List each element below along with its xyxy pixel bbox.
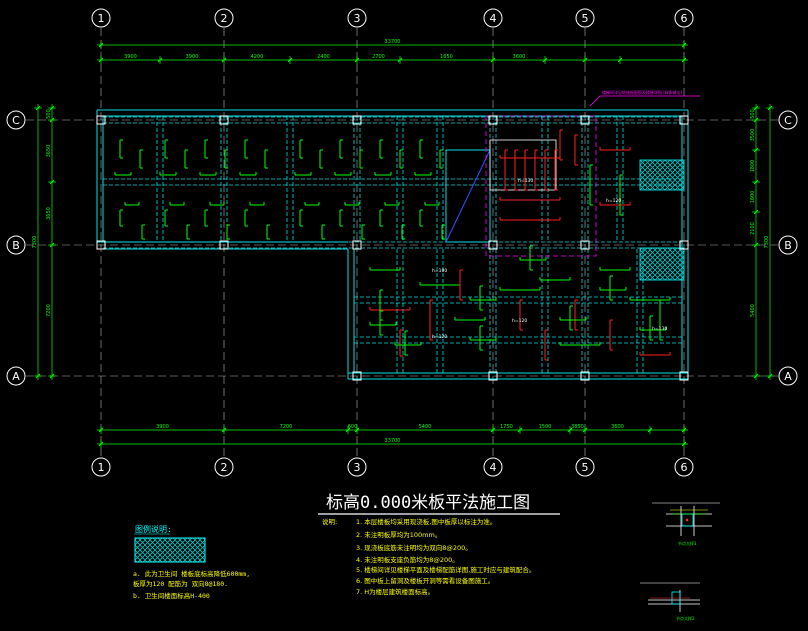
- dim-right-5: 5400: [750, 304, 756, 317]
- axis-bubble-3-bottom: [347, 457, 367, 477]
- legend: 图例说明: a. 此为卫生间 楼板底标高降低600mm, 板厚为120 配筋为 …: [133, 524, 250, 600]
- axis-bubble-5-bottom: [575, 457, 595, 477]
- dim-right-2: 1800: [750, 160, 756, 173]
- dim-top-4: 2700: [372, 54, 385, 60]
- axis-bubble-3-top: [347, 8, 367, 28]
- detail-1-label: 节点大样1: [678, 540, 697, 546]
- dim-bottom-4: 1750: [500, 424, 513, 430]
- slab-labels: h=100 h=120 h=120 h=120 h=130 h=130: [432, 178, 667, 340]
- note-2: 2. 未注明板厚均为100mm。: [356, 530, 441, 539]
- axis-label-3: 3: [354, 461, 361, 474]
- axis-bubble-6-bottom: [674, 457, 694, 477]
- axis-label-1: 1: [98, 461, 105, 474]
- dim-right-total-0: 7300: [764, 236, 770, 249]
- dim-top-2: 4200: [251, 54, 264, 60]
- dim-left-1: 3650: [46, 145, 52, 158]
- axis-bubble-2-top: [214, 8, 234, 28]
- axis-label-6: 6: [681, 12, 688, 25]
- dim-top-6: 3600: [513, 54, 526, 60]
- notes-heading: 说明:: [322, 517, 337, 526]
- axis-label-2: 2: [221, 12, 228, 25]
- axis-label-B: B: [12, 239, 20, 252]
- dim-bottom-2: 600: [348, 424, 358, 430]
- detail-1: 节点大样1: [652, 502, 720, 546]
- drawing-title: 标高0.000米板平法施工图: [326, 493, 530, 513]
- callout-note: 楼梯间详见结施板配筋及楼梯详图(具体做法): [602, 89, 683, 95]
- axis-bubble-C-right: [778, 110, 798, 130]
- note-5: 5. 楼梯间详见楼梯平面及楼梯配筋详图,施工时应与建筑配合。: [356, 565, 535, 574]
- dim-bottom-6: 3850: [571, 424, 584, 430]
- dim-left-2: 3650: [46, 207, 52, 220]
- axis-label-A: A: [12, 370, 20, 383]
- axis-bubble-1-top: [91, 8, 111, 28]
- axis-label-B: B: [784, 239, 792, 252]
- dim-right-0: 500: [750, 109, 756, 119]
- axis-bubble-A-left: [6, 366, 26, 386]
- note-1: 1. 本层楼板均采用现浇板,图中板厚以标注为准。: [356, 517, 496, 526]
- slab-label-5: h=130: [652, 326, 667, 332]
- dim-bottom-total-0: 33700: [385, 438, 401, 444]
- dim-bottom-3: 5400: [419, 424, 432, 430]
- dim-right-1: 3500: [750, 129, 756, 142]
- axis-label-4: 4: [490, 461, 497, 474]
- axis-label-5: 5: [582, 461, 589, 474]
- note-3: 3. 现浇板底筋未注明均为双向8@200。: [356, 543, 472, 552]
- axis-bubble-A-right: [778, 366, 798, 386]
- note-7: 7. H为楼层建筑楼面标高。: [356, 587, 434, 596]
- slab-label-2: h=120: [512, 318, 527, 324]
- dim-left-0: 500: [46, 109, 52, 119]
- design-notes: 说明: 1. 本层楼板均采用现浇板,图中板厚以标注为准。 2. 未注明板厚均为1…: [322, 517, 535, 596]
- axis-label-3: 3: [354, 12, 361, 25]
- axis-label-5: 5: [582, 12, 589, 25]
- axis-bubble-4-bottom: [483, 457, 503, 477]
- axis-label-C: C: [784, 114, 792, 127]
- dim-top-3: 2400: [317, 54, 330, 60]
- legend-item-a: a. 此为卫生间 楼板底标高降低600mm,: [133, 569, 250, 578]
- dim-bottom-1: 7200: [280, 424, 293, 430]
- axis-label-4: 4: [490, 12, 497, 25]
- dim-bottom-0: 3900: [156, 424, 169, 430]
- dim-right-4: 2100: [750, 222, 756, 235]
- axis-label-6: 6: [681, 461, 688, 474]
- detail-2-label: 节点大样2: [676, 615, 695, 621]
- structural-plan: [96, 109, 689, 381]
- axis-label-2: 2: [221, 461, 228, 474]
- dim-top-total-0: 33700: [385, 39, 401, 45]
- legend-item-b: b. 卫生间楼面标高H-400: [133, 591, 210, 600]
- axis-label-1: 1: [98, 12, 105, 25]
- legend-item-a2: 板厚为120 配筋为 双向8@180.: [133, 579, 228, 588]
- axis-bubble-B-left: [6, 235, 26, 255]
- dim-top-5: 1650: [440, 54, 453, 60]
- slab-label-4: h=130: [518, 178, 533, 184]
- axis-bubble-5-top: [575, 8, 595, 28]
- legend-heading: 图例说明:: [135, 524, 172, 534]
- axis-label-C: C: [12, 114, 20, 127]
- slab-label-1: h=120: [432, 334, 447, 340]
- rebar-marks: [114, 129, 671, 361]
- note-4: 4. 未注明板支座负筋均为8@200。: [356, 555, 459, 564]
- dim-top-1: 3900: [186, 54, 199, 60]
- axis-bubble-2-bottom: [214, 457, 234, 477]
- legend-hatch-swatch: [134, 537, 206, 563]
- axis-bubble-B-right: [778, 235, 798, 255]
- dim-right-3: 1800: [750, 191, 756, 204]
- dim-bottom-7: 3600: [611, 424, 624, 430]
- slab-label-0: h=100: [432, 268, 447, 274]
- axis-bubble-1-bottom: [91, 457, 111, 477]
- axis-bubble-6-top: [674, 8, 694, 28]
- dim-left-total-0: 7300: [32, 236, 38, 249]
- note-6: 6. 图中板上留洞及楼板开洞等需看设备图施工。: [356, 576, 494, 585]
- dim-bottom-5: 1500: [539, 424, 552, 430]
- dimension-lines: 33700 3900 3900 4200 2400 2700 1650 3600 3900 720…: [32, 39, 774, 448]
- dim-top-0: 3900: [124, 54, 137, 60]
- axis-bubble-4-top: [483, 8, 503, 28]
- axis-bubble-C-left: [6, 110, 26, 130]
- detail-2: 节点大样2: [640, 582, 700, 621]
- axis-label-A: A: [784, 370, 792, 383]
- dim-left-3: 7200: [46, 304, 52, 317]
- slab-label-3: h=120: [606, 198, 621, 204]
